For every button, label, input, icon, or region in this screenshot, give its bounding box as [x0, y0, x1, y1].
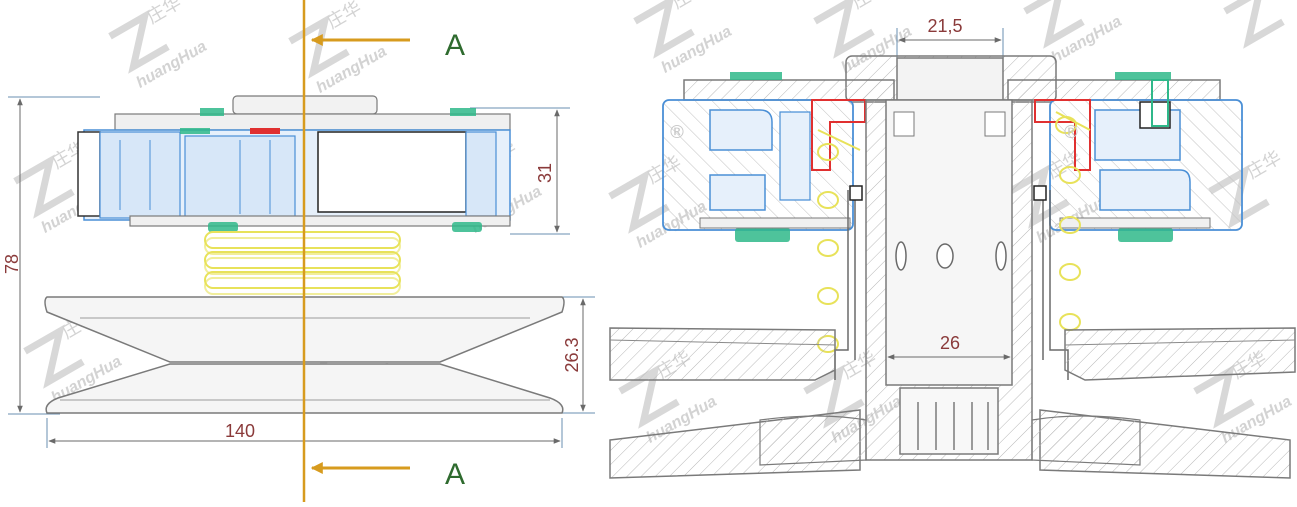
watermark-chinese: 庄华 [1243, 147, 1285, 183]
dimension-bore-inner: 26 [887, 333, 1011, 360]
dimension-label-26-3: 26.3 [562, 337, 582, 372]
watermark-chinese: 庄华 [143, 0, 185, 28]
watermark-chinese: 庄华 [668, 0, 710, 13]
dimension-label-31: 31 [535, 163, 555, 183]
section-springs [817, 111, 1091, 353]
dimension-label-140: 140 [225, 421, 255, 441]
section-mark-bottom: A [445, 458, 465, 491]
bottom-plate [129, 215, 511, 232]
left-elevation-view: 78 31 26.3 140 [2, 0, 595, 502]
watermark-chinese: 庄华 [323, 0, 365, 33]
watermark-chinese: 庄华 [1258, 0, 1297, 3]
view-divider [598, 0, 604, 502]
dimension-top-height: 31 [470, 107, 570, 235]
central-hub-sleeve [865, 99, 1033, 461]
dimension-bore-top: 21,5 [896, 16, 1004, 60]
compression-spring [204, 231, 401, 295]
section-line-a-a: A A [302, 0, 465, 502]
watermark-latin: huangHua [659, 23, 735, 77]
dimension-label-78: 78 [2, 254, 22, 274]
red-seal-parts [811, 99, 1091, 171]
watermark-logo: 庄华 [1223, 0, 1297, 49]
watermark-logo: 庄华 huangHua [633, 0, 735, 77]
registered-mark: ® [1062, 122, 1080, 143]
watermark-latin: huangHua [1049, 13, 1125, 67]
watermark-latin: huangHua [134, 38, 210, 92]
section-mark-top: A [445, 29, 465, 62]
section-housing-right [1049, 79, 1243, 231]
section-housing-left [662, 99, 854, 231]
section-sheaves [609, 327, 1296, 479]
registered-mark: ® [668, 122, 686, 143]
watermark-chinese: 庄华 [1058, 0, 1100, 3]
watermark-latin: huangHua [314, 43, 390, 97]
dimension-label-21-5: 21,5 [927, 16, 962, 36]
watermark-chinese: 庄华 [848, 0, 890, 13]
clutch-housing [77, 128, 511, 221]
green-bottom-pads [699, 217, 1211, 242]
right-section-view: 21,5 [609, 16, 1296, 479]
top-cover-plate [114, 95, 511, 131]
watermark-logo: 庄华 huangHua [288, 0, 390, 97]
dimension-label-26: 26 [940, 333, 960, 353]
dimension-total-height: 78 [2, 96, 100, 415]
watermark-logo: 庄华 huangHua [108, 0, 210, 92]
